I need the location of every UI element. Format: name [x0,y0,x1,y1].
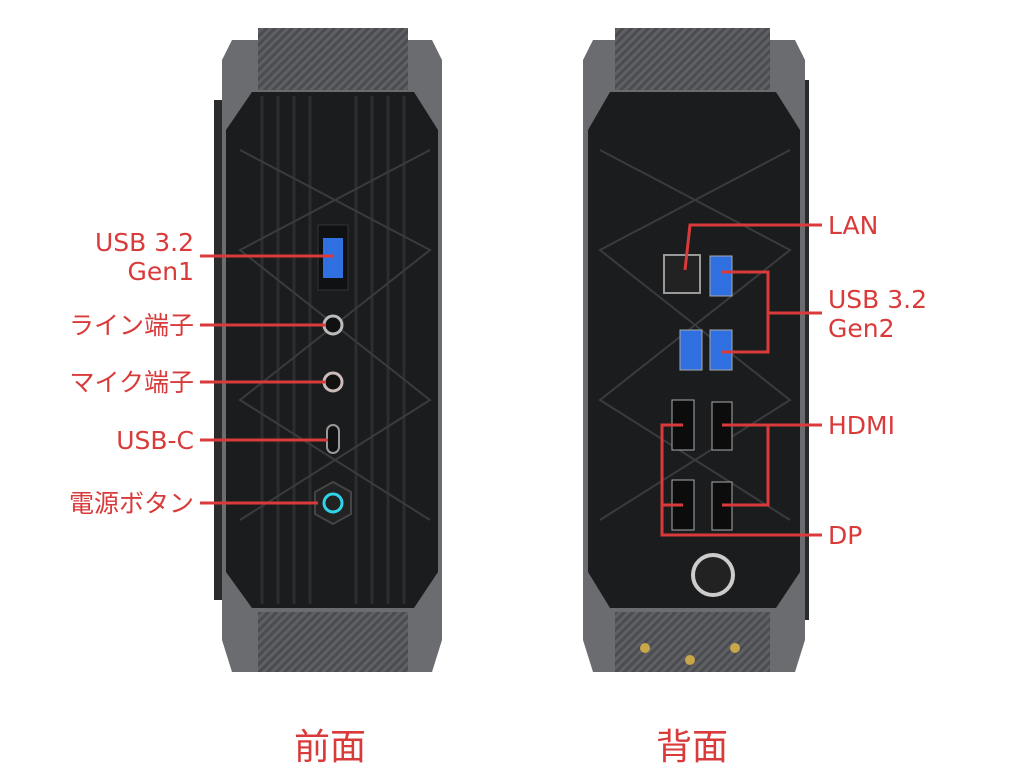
leader-lines [200,223,822,537]
label-hdmi: HDMI [828,411,895,440]
mic-jack [322,371,344,393]
usb-c-port [326,424,340,454]
lan-port [663,254,701,294]
label-lan: LAN [828,211,879,240]
usb-a-port [679,329,703,371]
label-line: USB 3.2 [828,285,928,314]
front-device [214,28,442,672]
power-button[interactable] [314,480,352,526]
label-line: USB 3.2 [94,228,194,257]
caption-back: 背面 [656,727,729,768]
dc-power-jack [691,553,735,597]
label-usb-c: USB-C [116,426,194,455]
label-dp: DP [828,521,863,550]
power-icon [322,492,344,514]
label-mic: マイク端子 [69,368,194,397]
label-line: Gen1 [127,257,194,286]
line-jack [322,314,344,336]
label-line: Gen2 [828,314,895,343]
caption-front: 前面 [294,727,367,768]
usb-a-port [709,329,733,371]
usb-a-port [323,238,343,278]
usb-a-port [709,255,733,297]
label-power-button: 電源ボタン [68,489,194,518]
label-line-out: ライン端子 [68,311,194,340]
back-device [583,28,809,672]
